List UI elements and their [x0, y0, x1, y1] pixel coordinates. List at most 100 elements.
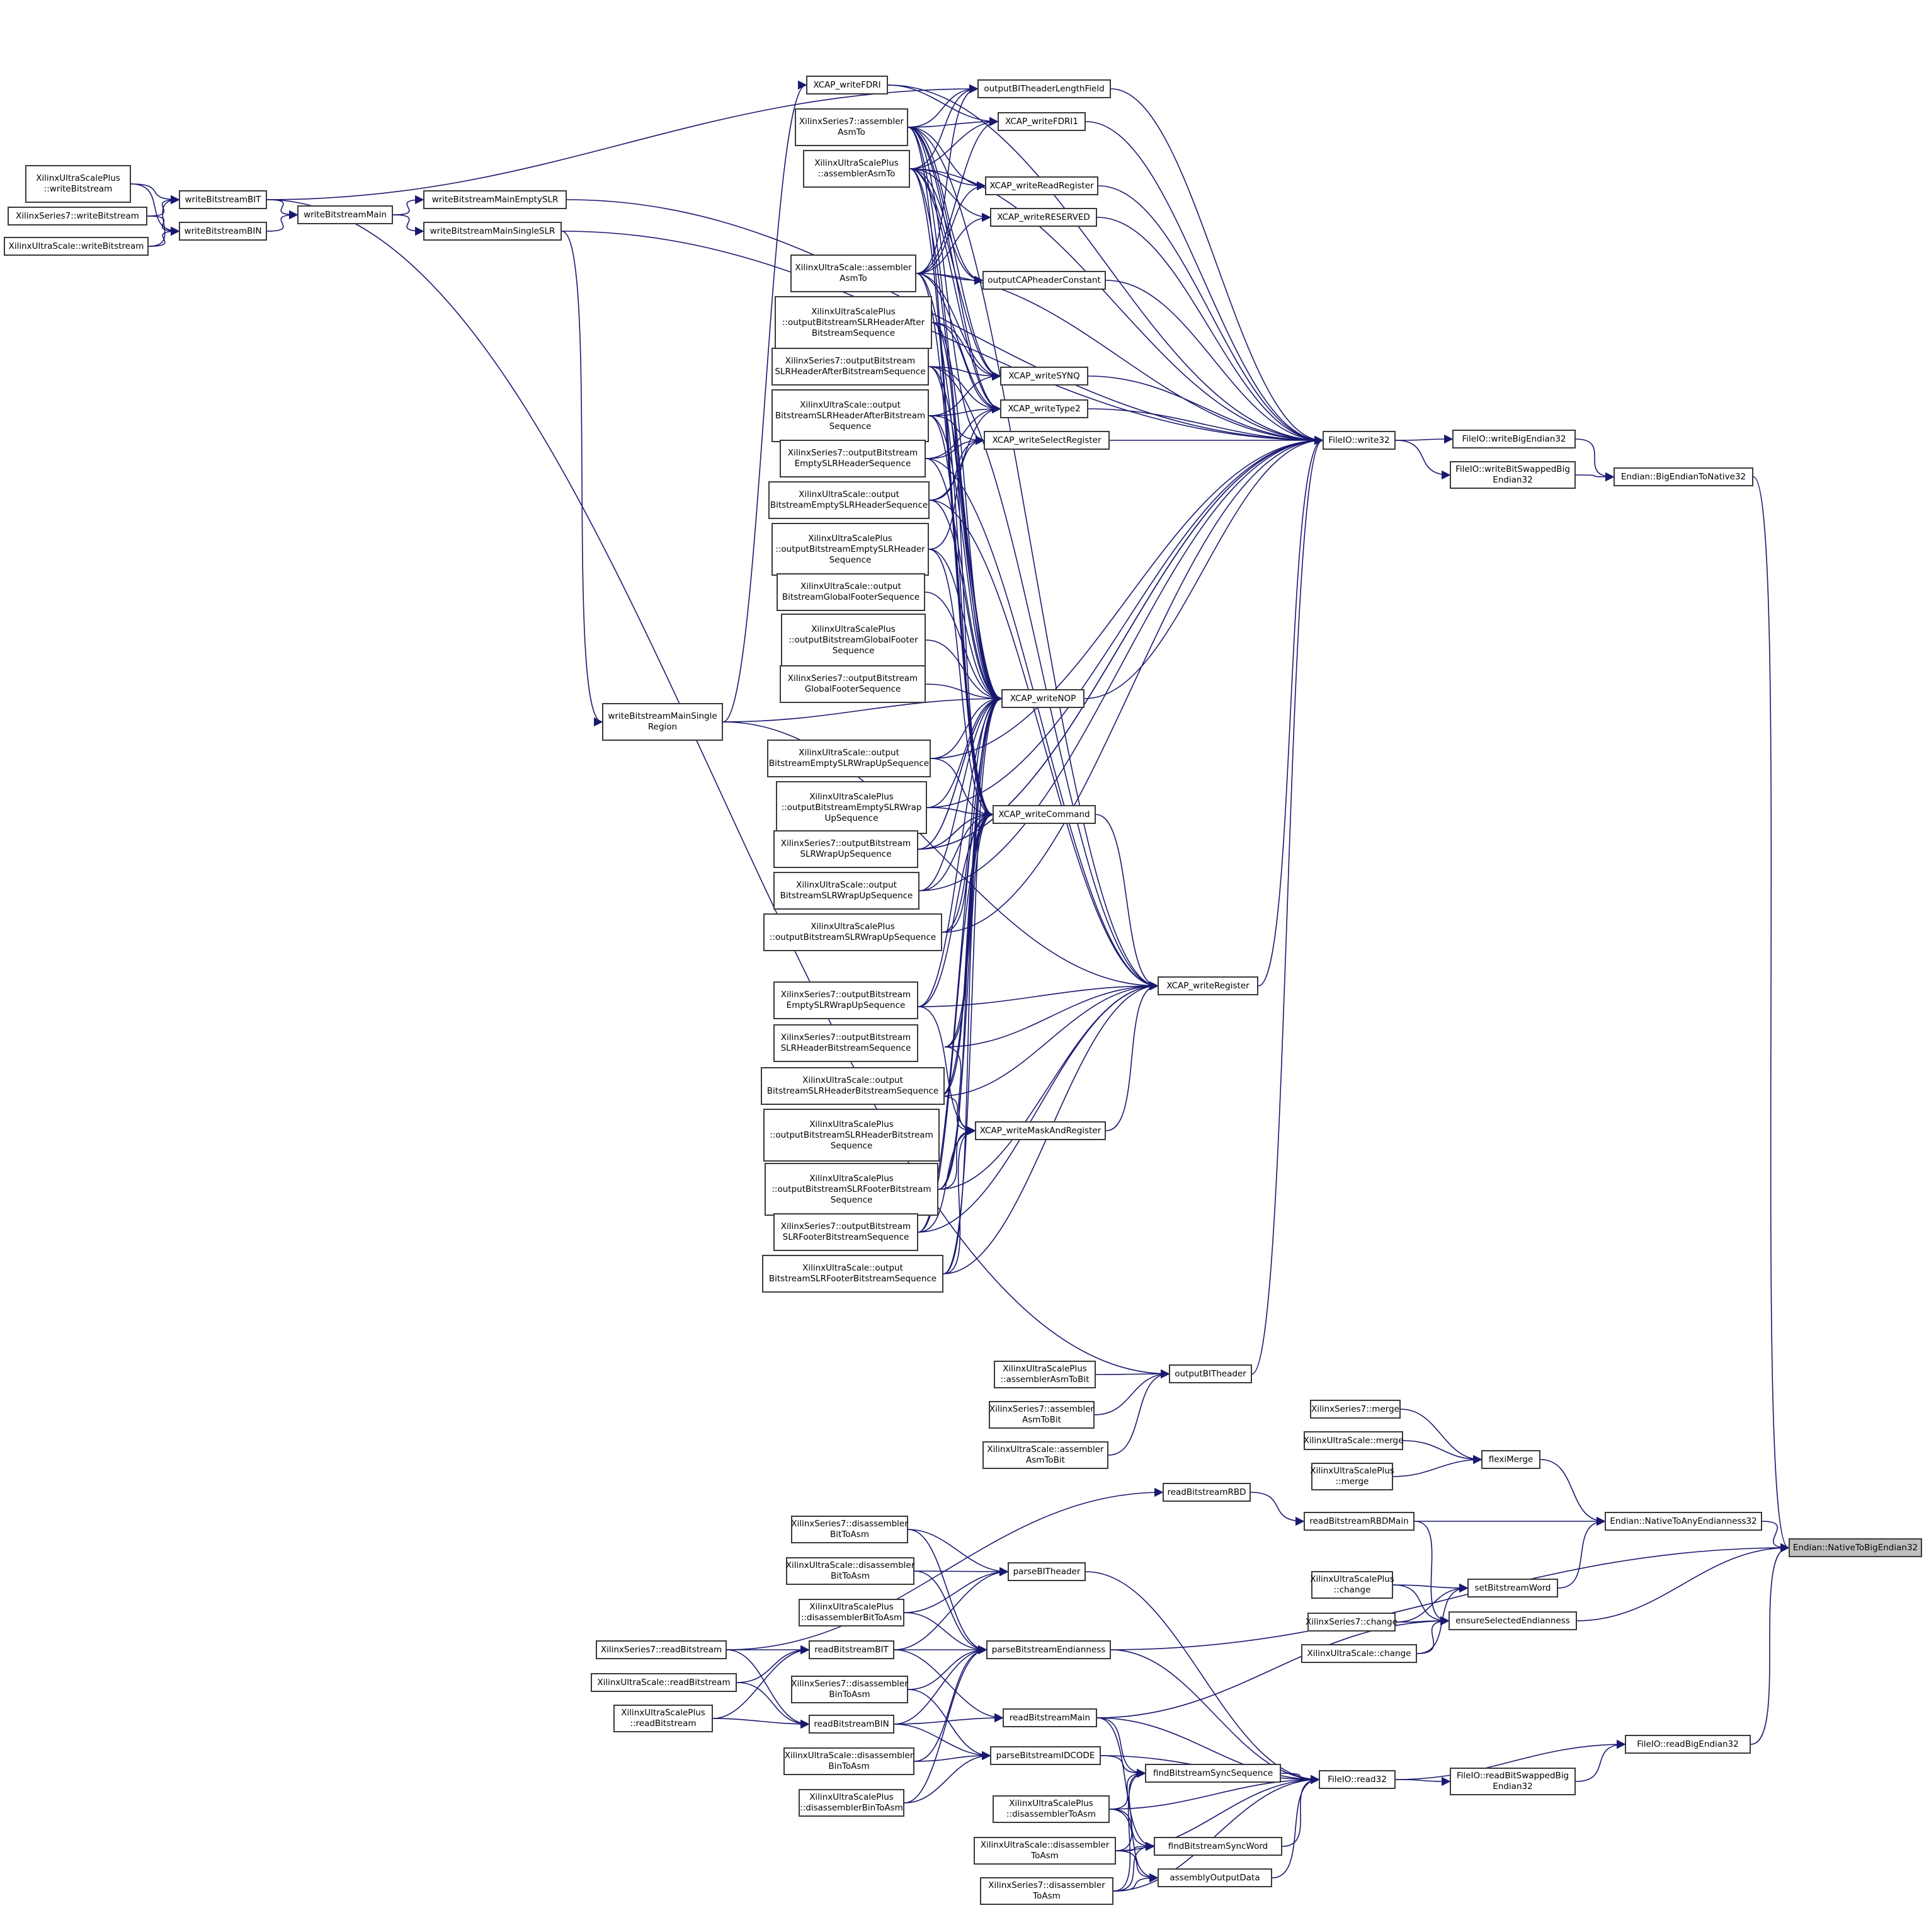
graph-node-us-hdrAfter[interactable]: XilinxUltraScale::output BitstreamSLRHea…	[771, 389, 929, 442]
graph-node-bitLen[interactable]: outputBITheaderLengthField	[977, 79, 1111, 98]
graph-node-s7-emptyHdr[interactable]: XilinxSeries7::outputBitstream EmptySLRH…	[780, 440, 926, 477]
graph-node-asmOut[interactable]: assemblyOutputData	[1158, 1868, 1272, 1887]
graph-node-s7-wrap[interactable]: XilinxSeries7::outputBitstream SLRWrapUp…	[773, 830, 918, 868]
graph-node-wbMainSingle[interactable]: writeBitstreamMainSingleSLR	[423, 222, 562, 241]
graph-node-s7-emptyWrap[interactable]: XilinxSeries7::outputBitstream EmptySLRW…	[773, 981, 918, 1019]
graph-node-usp-hdrAfter[interactable]: XilinxUltraScalePlus ::outputBitstreamSL…	[775, 296, 932, 349]
graph-node-syncWord[interactable]: findBitstreamSyncWord	[1154, 1837, 1282, 1856]
edge-n_s7_footBs-to-n_reg	[918, 981, 1159, 1233]
graph-node-rBE32[interactable]: FileIO::readBigEndian32	[1625, 1735, 1751, 1754]
graph-node-us-gfoot[interactable]: XilinxUltraScale::output BitstreamGlobal…	[777, 573, 925, 611]
graph-node-us-a2b[interactable]: XilinxUltraScale::assembler AsmToBit	[982, 1441, 1108, 1469]
graph-node-rBS32[interactable]: FileIO::readBitSwappedBig Endian32	[1450, 1768, 1576, 1795]
graph-node-usp-gfoot[interactable]: XilinxUltraScalePlus ::outputBitstreamGl…	[781, 614, 926, 666]
graph-node-us-b2a[interactable]: XilinxUltraScale::disassembler BitToAsm	[786, 1557, 914, 1585]
graph-node-wbBIN[interactable]: writeBitstreamBIN	[179, 222, 267, 241]
graph-node-s7-bin2a[interactable]: XilinxSeries7::disassembler BinToAsm	[791, 1676, 908, 1703]
graph-node-wbMainSingleRegion[interactable]: writeBitstreamMainSingle Region	[602, 703, 723, 741]
graph-node-selReg[interactable]: XCAP_writeSelectRegister	[984, 431, 1110, 450]
graph-node-rbd[interactable]: readBitstreamRBD	[1163, 1483, 1251, 1502]
graph-node-ensure[interactable]: ensureSelectedEndianness	[1449, 1611, 1577, 1630]
graph-node-bitHdr[interactable]: outputBITheader	[1169, 1364, 1252, 1383]
graph-node-syncSeq[interactable]: findBitstreamSyncSequence	[1145, 1764, 1281, 1783]
graph-node-wbBIT[interactable]: writeBitstreamBIT	[179, 190, 267, 209]
graph-node-s7-a2b[interactable]: XilinxSeries7::assembler AsmToBit	[989, 1401, 1095, 1429]
graph-node-parseEnd[interactable]: parseBitstreamEndianness	[986, 1640, 1111, 1659]
graph-node-cmd[interactable]: XCAP_writeCommand	[993, 805, 1096, 824]
edge-n_s7_emptyWrap-to-n_w32	[918, 435, 1324, 850]
graph-node-usp-emptyWrap[interactable]: XilinxUltraScalePlus ::outputBitstreamEm…	[776, 781, 927, 834]
graph-node-us-footBs[interactable]: XilinxUltraScale::output BitstreamSLRFoo…	[762, 1255, 943, 1293]
graph-node-rbBIT[interactable]: readBitstreamBIT	[809, 1640, 894, 1659]
graph-node-us-merge[interactable]: XilinxUltraScale::merge	[1304, 1431, 1403, 1450]
graph-node-n2any[interactable]: Endian::NativeToAnyEndianness32	[1605, 1512, 1762, 1531]
graph-node-us-asm[interactable]: XilinxUltraScale::assembler AsmTo	[790, 254, 916, 292]
graph-node-us-emptyHdr[interactable]: XilinxUltraScale::output BitstreamEmptyS…	[768, 481, 930, 519]
graph-node-setWord[interactable]: setBitstreamWord	[1467, 1579, 1558, 1598]
graph-node-s7-rb[interactable]: XilinxSeries7::readBitstream	[596, 1640, 727, 1659]
graph-node-s7-wb[interactable]: XilinxSeries7::writeBitstream	[8, 207, 147, 226]
edge-n_usp_rb-to-n_rbBIT	[712, 1645, 810, 1719]
graph-node-usp-a2b[interactable]: XilinxUltraScalePlus ::assemblerAsmToBit	[994, 1361, 1096, 1388]
graph-node-usp-emptyHdr[interactable]: XilinxUltraScalePlus ::outputBitstreamEm…	[771, 523, 929, 576]
graph-node-flexi[interactable]: flexiMerge	[1481, 1450, 1540, 1469]
graph-node-s7-gfoot[interactable]: XilinxSeries7::outputBitstream GlobalFoo…	[780, 665, 926, 703]
graph-node-usp-d2a[interactable]: XilinxUltraScalePlus ::disassemblerToAsm	[993, 1795, 1110, 1823]
graph-node-us-hdrBs[interactable]: XilinxUltraScale::output BitstreamSLRHea…	[761, 1067, 945, 1105]
graph-node-wBS32[interactable]: FileIO::writeBitSwappedBig Endian32	[1450, 461, 1576, 489]
graph-node-s7-change[interactable]: XilinxSeries7::change	[1306, 1613, 1397, 1632]
graph-node-rbMain[interactable]: readBitstreamMain	[1003, 1708, 1097, 1727]
graph-node-usp-hdrBs[interactable]: XilinxUltraScalePlus ::outputBitstreamSL…	[763, 1109, 940, 1162]
graph-node-wbMain[interactable]: writeBitstreamMain	[297, 205, 393, 224]
graph-node-fdri1[interactable]: XCAP_writeFDRI1	[998, 112, 1086, 131]
graph-node-us-change[interactable]: XilinxUltraScale::change	[1301, 1644, 1417, 1663]
graph-node-n2be[interactable]: Endian::NativeToBigEndian32	[1789, 1538, 1922, 1557]
graph-node-us-emptyWrap[interactable]: XilinxUltraScale::output BitstreamEmptyS…	[767, 740, 931, 777]
graph-node-usp-b2a[interactable]: XilinxUltraScalePlus ::disassemblerBitTo…	[799, 1599, 904, 1626]
edge-n_usp_change-to-n_setWord	[1392, 1583, 1469, 1593]
graph-node-synq[interactable]: XCAP_writeSYNQ	[1000, 367, 1088, 386]
graph-node-w32[interactable]: FileIO::write32	[1323, 431, 1396, 450]
graph-node-us-rb[interactable]: XilinxUltraScale::readBitstream	[591, 1673, 737, 1692]
graph-node-be2n[interactable]: Endian::BigEndianToNative32	[1614, 467, 1753, 486]
graph-node-s7-footBs[interactable]: XilinxSeries7::outputBitstream SLRFooter…	[773, 1213, 918, 1251]
graph-node-rbBIN[interactable]: readBitstreamBIN	[809, 1715, 894, 1734]
edge-n_usp_wb-to-n_wbBIT	[130, 183, 180, 205]
graph-node-reg[interactable]: XCAP_writeRegister	[1158, 976, 1258, 995]
graph-node-usp-bin2a[interactable]: XilinxUltraScalePlus ::disassemblerBinTo…	[799, 1789, 904, 1817]
graph-node-capConst[interactable]: outputCAPheaderConstant	[982, 271, 1106, 290]
graph-node-type2[interactable]: XCAP_writeType2	[1000, 399, 1088, 418]
graph-node-s7-hdrBs[interactable]: XilinxSeries7::outputBitstream SLRHeader…	[773, 1024, 918, 1062]
graph-node-mask[interactable]: XCAP_writeMaskAndRegister	[975, 1121, 1106, 1140]
graph-node-s7-b2a[interactable]: XilinxSeries7::disassembler BitToAsm	[791, 1516, 908, 1543]
graph-node-idcode[interactable]: parseBitstreamIDCODE	[990, 1746, 1101, 1765]
graph-node-rbdMain[interactable]: readBitstreamRBDMain	[1304, 1512, 1415, 1531]
edge-n_usp_emptyHdr-to-n_selReg	[928, 435, 985, 550]
graph-node-r32[interactable]: FileIO::read32	[1319, 1770, 1396, 1789]
edge-n_s7_bin2a-to-n_idcode	[908, 1689, 991, 1761]
graph-node-usp-wrap[interactable]: XilinxUltraScalePlus ::outputBitstreamSL…	[763, 913, 942, 951]
graph-node-s7-asm[interactable]: XilinxSeries7::assembler AsmTo	[795, 108, 908, 146]
graph-node-us-bin2a[interactable]: XilinxUltraScale::disassembler BinToAsm	[783, 1747, 914, 1775]
graph-node-parseBIT[interactable]: parseBITheader	[1008, 1562, 1086, 1581]
graph-node-us-d2a[interactable]: XilinxUltraScale::disassembler ToAsm	[974, 1837, 1116, 1865]
graph-node-usp-rb[interactable]: XilinxUltraScalePlus ::readBitstream	[613, 1705, 713, 1732]
graph-node-s7-hdrAfter[interactable]: XilinxSeries7::outputBitstream SLRHeader…	[771, 348, 929, 386]
graph-node-readReg[interactable]: XCAP_writeReadRegister	[985, 176, 1098, 195]
graph-node-wbMainEmpty[interactable]: writeBitstreamMainEmptySLR	[423, 190, 567, 209]
edge-n_r32-to-n_rBE32	[1395, 1739, 1626, 1780]
edge-n_us_hdrAfter-to-n_nop	[928, 415, 1003, 704]
graph-node-fdri[interactable]: XCAP_writeFDRI	[806, 76, 888, 94]
graph-node-us-wb[interactable]: XilinxUltraScale::writeBitstream	[4, 237, 149, 256]
graph-node-us-wrap[interactable]: XilinxUltraScale::output BitstreamSLRWra…	[773, 872, 919, 910]
graph-node-nop[interactable]: XCAP_writeNOP	[1001, 689, 1084, 708]
graph-node-s7-d2a[interactable]: XilinxSeries7::disassembler ToAsm	[980, 1877, 1113, 1905]
graph-node-reserved[interactable]: XCAP_writeRESERVED	[990, 208, 1097, 227]
graph-node-s7-merge[interactable]: XilinxSeries7::merge	[1310, 1400, 1401, 1419]
graph-node-wBE32[interactable]: FileIO::writeBigEndian32	[1452, 430, 1576, 449]
graph-node-usp-merge[interactable]: XilinxUltraScalePlus ::merge	[1310, 1463, 1394, 1490]
graph-node-usp-footBs[interactable]: XilinxUltraScalePlus ::outputBitstreamSL…	[765, 1163, 938, 1216]
graph-node-usp-wb[interactable]: XilinxUltraScalePlus ::writeBitstream	[25, 165, 131, 203]
graph-node-usp-change[interactable]: XilinxUltraScalePlus ::change	[1310, 1571, 1394, 1599]
graph-node-usp-asm[interactable]: XilinxUltraScalePlus ::assemblerAsmTo	[803, 150, 910, 188]
